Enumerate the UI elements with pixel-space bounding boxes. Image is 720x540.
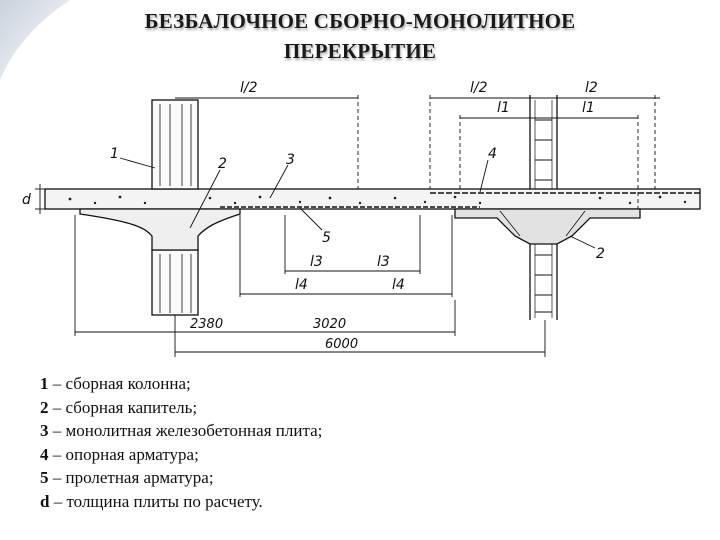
callout-2: 2 xyxy=(218,156,227,172)
dim-l1-top: l1 xyxy=(497,100,510,116)
monolithic-slab xyxy=(44,188,701,210)
legend-item: 4 – опорная арматура; xyxy=(40,444,199,464)
dim-3020: 3020 xyxy=(313,317,346,332)
slab-section-drawing: l/2 l/2 l2 l1 l1 d l3 l3 l4 l4 2380 3020… xyxy=(22,80,701,357)
dim-d: d xyxy=(22,192,31,208)
dim-l4-left: l4 xyxy=(295,277,308,293)
dim-l3-left: l3 xyxy=(310,254,323,270)
callout-leaders xyxy=(119,157,596,249)
precast-column-left xyxy=(151,99,199,316)
callout-5: 5 xyxy=(322,230,331,246)
dimension-lines xyxy=(35,95,660,357)
dim-l2-left: l/2 xyxy=(240,80,258,96)
callout-3: 3 xyxy=(286,152,295,168)
legend-item: 2 – сборная капитель; xyxy=(40,397,198,417)
corner-decoration xyxy=(0,0,70,80)
legend-item: d – толщина плиты по расчету. xyxy=(40,491,263,511)
legend-item: 3 – монолитная железобетонная плита; xyxy=(40,421,323,440)
callout-1: 1 xyxy=(110,146,119,162)
callout-4: 4 xyxy=(488,146,497,162)
precast-capital-right xyxy=(454,208,641,245)
legend-item: 5 – пролетная арматура; xyxy=(40,468,214,487)
dim-2380: 2380 xyxy=(190,317,223,332)
slab-hatch xyxy=(68,195,687,205)
dim-l2-top: l2 xyxy=(585,80,598,96)
precast-column-right xyxy=(529,95,558,320)
precast-capital-left xyxy=(79,208,241,251)
title-line-1: БЕЗБАЛОЧНОЕ СБОРНО-МОНОЛИТНОЕ xyxy=(144,9,576,33)
dim-l4-right: l4 xyxy=(392,277,405,293)
dim-l3-right: l3 xyxy=(377,254,390,270)
dim-l1-lower: l1 xyxy=(582,100,595,116)
slide-title: БЕЗБАЛОЧНОЕ СБОРНО-МОНОЛИТНОЕ ПЕРЕКРЫТИЕ xyxy=(60,6,660,66)
legend-item: 1 – сборная колонна; xyxy=(40,374,191,393)
legend-list: 1 – сборная колонна; 2 – сборная капител… xyxy=(40,372,640,513)
callout-2-right: 2 xyxy=(596,246,605,262)
dim-l2-right: l/2 xyxy=(470,80,488,96)
title-line-2: ПЕРЕКРЫТИЕ xyxy=(283,39,437,63)
dim-6000: 6000 xyxy=(325,337,358,352)
